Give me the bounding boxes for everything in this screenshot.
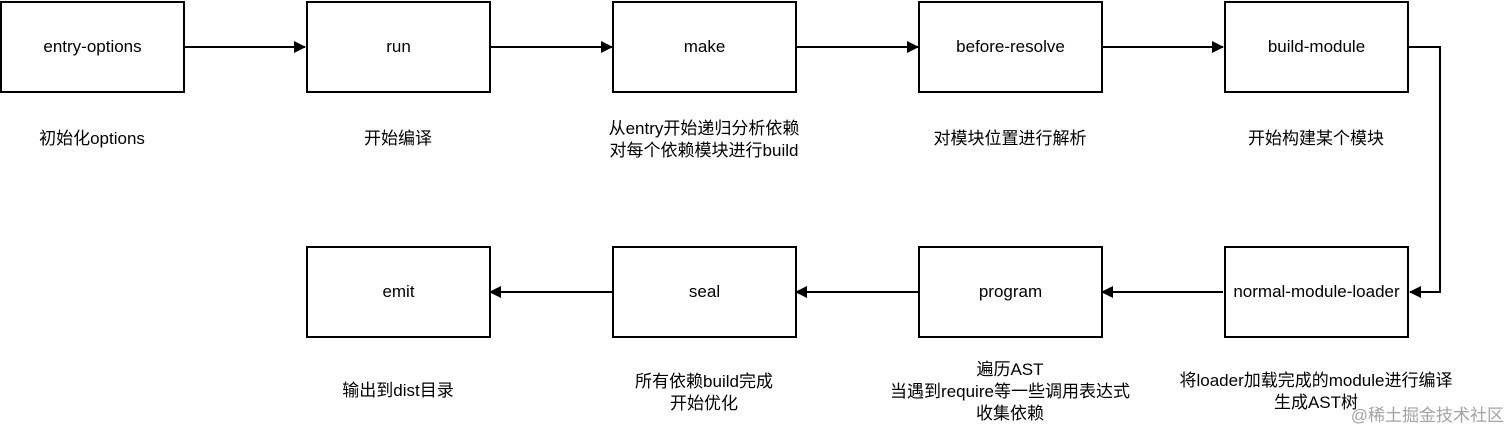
note-normal-module-loader: 将loader加载完成的module进行编译 生成AST树 [1166, 370, 1466, 414]
node-run: run [306, 1, 491, 93]
note-line: 将loader加载完成的module进行编译 [1179, 371, 1453, 390]
node-entry-options: entry-options [0, 1, 185, 93]
note-line: 对每个依赖模块进行build [609, 141, 799, 160]
note-line: 开始优化 [670, 394, 738, 413]
node-make: make [612, 1, 797, 93]
note-line: 输出到dist目录 [342, 381, 454, 400]
node-build-module: build-module [1224, 1, 1409, 93]
node-program: program [918, 246, 1103, 338]
note-seal: 所有依赖build完成 开始优化 [554, 371, 854, 415]
note-run: 开始编译 [248, 128, 548, 150]
note-line: 开始编译 [364, 129, 432, 148]
note-program: 遍历AST 当遇到require等一些调用表达式 收集依赖 [860, 359, 1160, 425]
note-line: 生成AST树 [1273, 393, 1359, 412]
note-make: 从entry开始递归分析依赖 对每个依赖模块进行build [554, 118, 854, 162]
note-line: 遍历AST [976, 360, 1044, 379]
node-emit: emit [306, 246, 491, 338]
note-emit: 输出到dist目录 [248, 380, 548, 402]
note-line: 从entry开始递归分析依赖 [608, 119, 800, 138]
note-line: 收集依赖 [976, 404, 1044, 423]
watermark: @稀土掘金技术社区 [1350, 406, 1504, 425]
note-line: 开始构建某个模块 [1248, 129, 1384, 148]
note-line: 当遇到require等一些调用表达式 [890, 382, 1130, 401]
arrow-build-module-to-normal-module-loader [1409, 46, 1441, 298]
note-entry-options: 初始化options [0, 128, 242, 150]
note-before-resolve: 对模块位置进行解析 [860, 128, 1160, 150]
node-normal-module-loader: normal-module-loader [1224, 246, 1409, 338]
note-line: 初始化options [39, 129, 145, 148]
node-seal: seal [612, 246, 797, 338]
note-line: 所有依赖build完成 [635, 372, 773, 391]
note-build-module: 开始构建某个模块 [1166, 128, 1466, 150]
node-before-resolve: before-resolve [918, 1, 1103, 93]
note-line: 对模块位置进行解析 [933, 129, 1087, 148]
